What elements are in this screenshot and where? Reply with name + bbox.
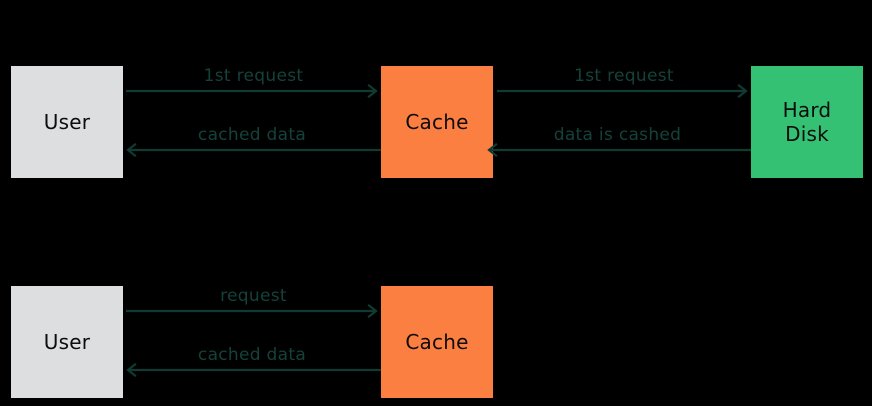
arrow-left-disk-to-cache	[487, 143, 751, 157]
flow-disk-to-cache-cashed: data is cashed	[484, 123, 751, 157]
flow-label-disk-to-cache-cashed: data is cashed	[553, 125, 682, 145]
flow-cache-to-user-cached-data-2: cached data	[123, 343, 381, 377]
node-label-hard-disk-line1: Hard	[782, 97, 832, 122]
node-cache-top: Cache	[381, 66, 493, 178]
arrow-right-user-to-cache	[126, 84, 378, 98]
flow-label-cache-to-user-cached-data-2: cached data	[197, 345, 307, 365]
node-label-cache-top: Cache	[405, 109, 469, 134]
node-cache-bottom: Cache	[381, 286, 493, 398]
flow-cache-to-disk-request: 1st request	[497, 64, 751, 98]
node-user-top: User	[11, 66, 123, 178]
node-hard-disk: Hard Disk	[751, 66, 863, 178]
node-label-hard-disk-line2: Disk	[785, 122, 829, 146]
arrow-left-cache-to-user	[126, 143, 381, 157]
flow-label-cache-to-user-cached-data: cached data	[197, 125, 307, 145]
arrow-left-cache-to-user-2	[126, 363, 381, 377]
node-label-hard-disk: Hard Disk	[779, 98, 836, 147]
flow-user-to-cache-request-2: request	[126, 284, 381, 318]
flow-cache-to-user-cached-data: cached data	[123, 123, 381, 157]
flow-label-user-to-cache-request-2: request	[220, 286, 287, 306]
flow-user-to-cache-request: 1st request	[126, 64, 381, 98]
node-label-cache-bottom: Cache	[405, 329, 469, 354]
node-user-bottom: User	[11, 286, 123, 398]
flow-label-cache-to-disk-request: 1st request	[574, 66, 674, 86]
flow-label-user-to-cache-request: 1st request	[203, 66, 304, 86]
arrow-right-cache-to-disk	[497, 84, 748, 98]
node-label-user-top: User	[43, 109, 91, 134]
node-label-user-bottom: User	[43, 329, 91, 354]
arrow-right-user-to-cache-2	[126, 304, 378, 318]
